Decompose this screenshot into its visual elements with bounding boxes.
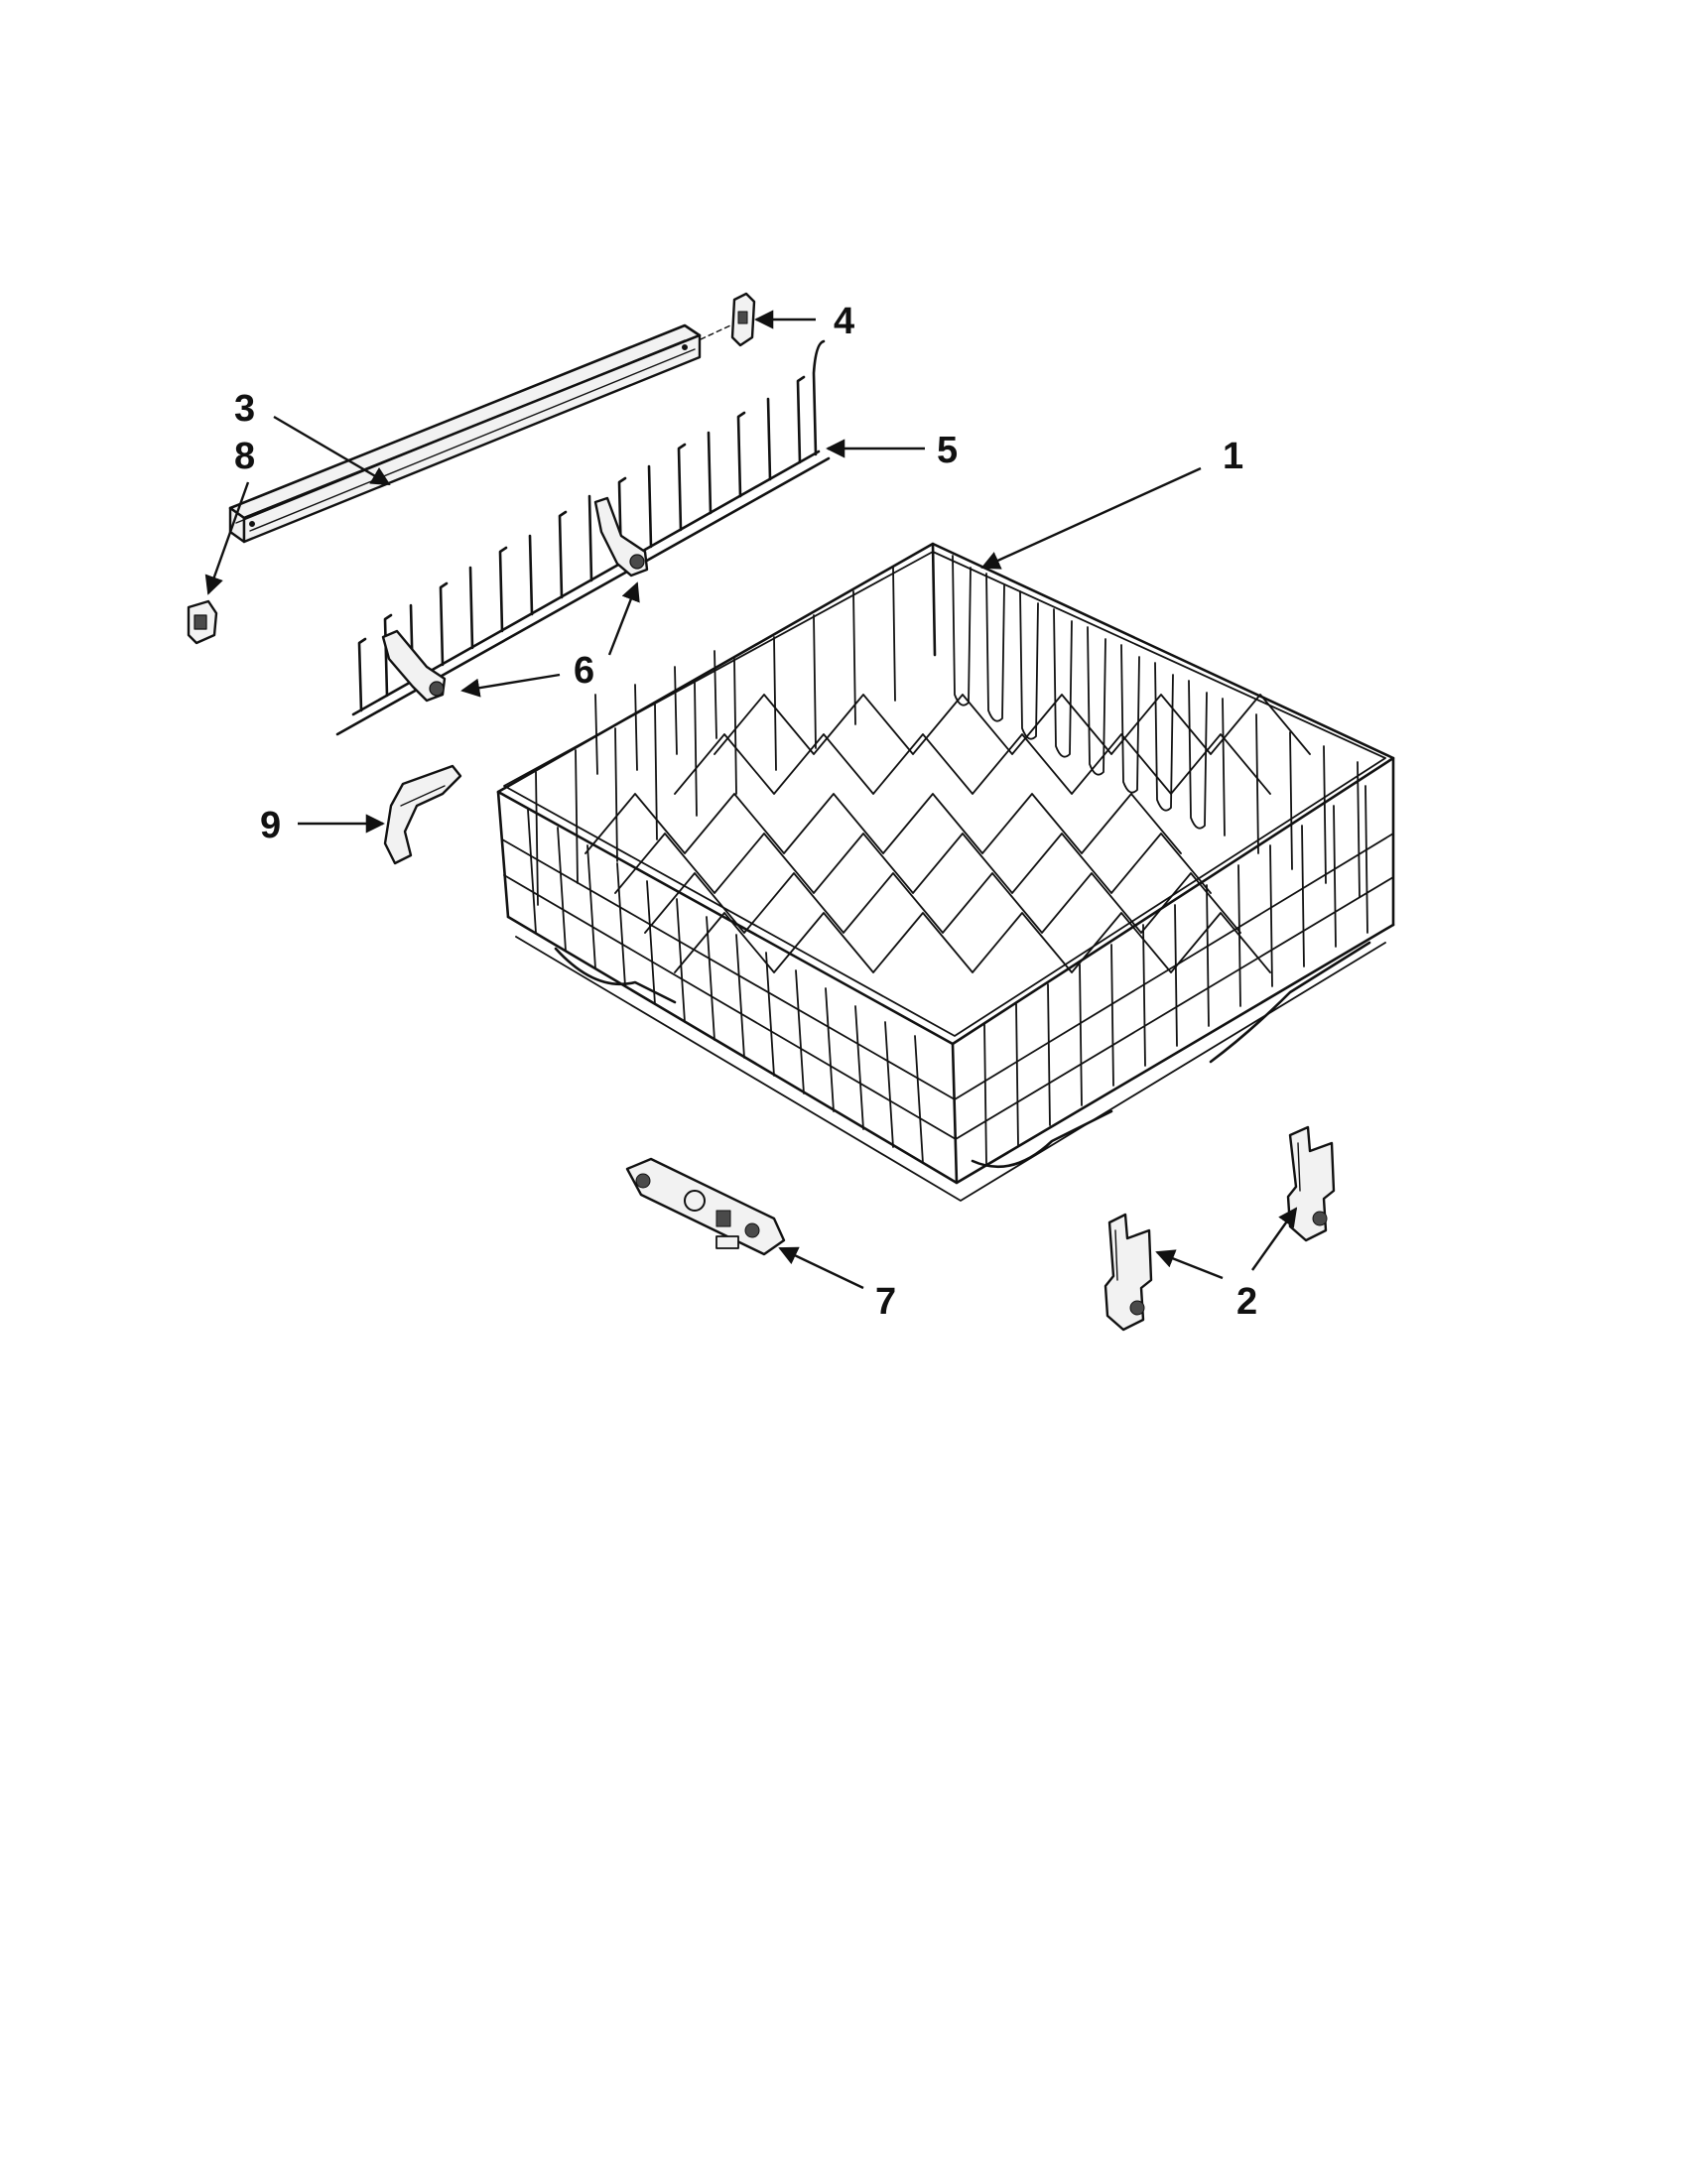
leader-3 xyxy=(273,415,391,486)
leader-6b xyxy=(607,581,640,656)
rack-bumper-part xyxy=(383,764,462,865)
upper-rack-part xyxy=(496,542,1395,1202)
leader-2a xyxy=(1155,1249,1224,1280)
callout-7: 7 xyxy=(875,1281,896,1323)
callout-9: 9 xyxy=(260,805,281,846)
leader-7 xyxy=(778,1246,864,1290)
tine-clip-part-right xyxy=(593,496,649,578)
rail-clip-part xyxy=(700,292,756,347)
callout-4: 4 xyxy=(834,301,854,342)
leader-8 xyxy=(204,481,250,595)
rack-roller-part-rear xyxy=(1286,1125,1336,1242)
rack-rail-part xyxy=(228,323,702,544)
callout-3: 3 xyxy=(234,388,255,430)
callout-8: 8 xyxy=(234,436,255,477)
tine-clip-part-left xyxy=(381,629,447,703)
callout-6: 6 xyxy=(574,650,594,692)
callout-5: 5 xyxy=(937,430,958,471)
rack-roller-part-front xyxy=(1104,1213,1153,1332)
callout-labels: 1 2 3 4 5 6 7 8 9 xyxy=(234,301,1257,1323)
rail-end-cap-part xyxy=(187,599,218,645)
leader-6a xyxy=(460,673,561,698)
callout-2: 2 xyxy=(1236,1281,1257,1323)
leader-lines xyxy=(204,310,1298,1290)
leader-2b xyxy=(1251,1207,1298,1271)
rack-hub-part xyxy=(625,1157,786,1256)
leader-1 xyxy=(980,466,1202,570)
callout-1: 1 xyxy=(1223,436,1243,477)
